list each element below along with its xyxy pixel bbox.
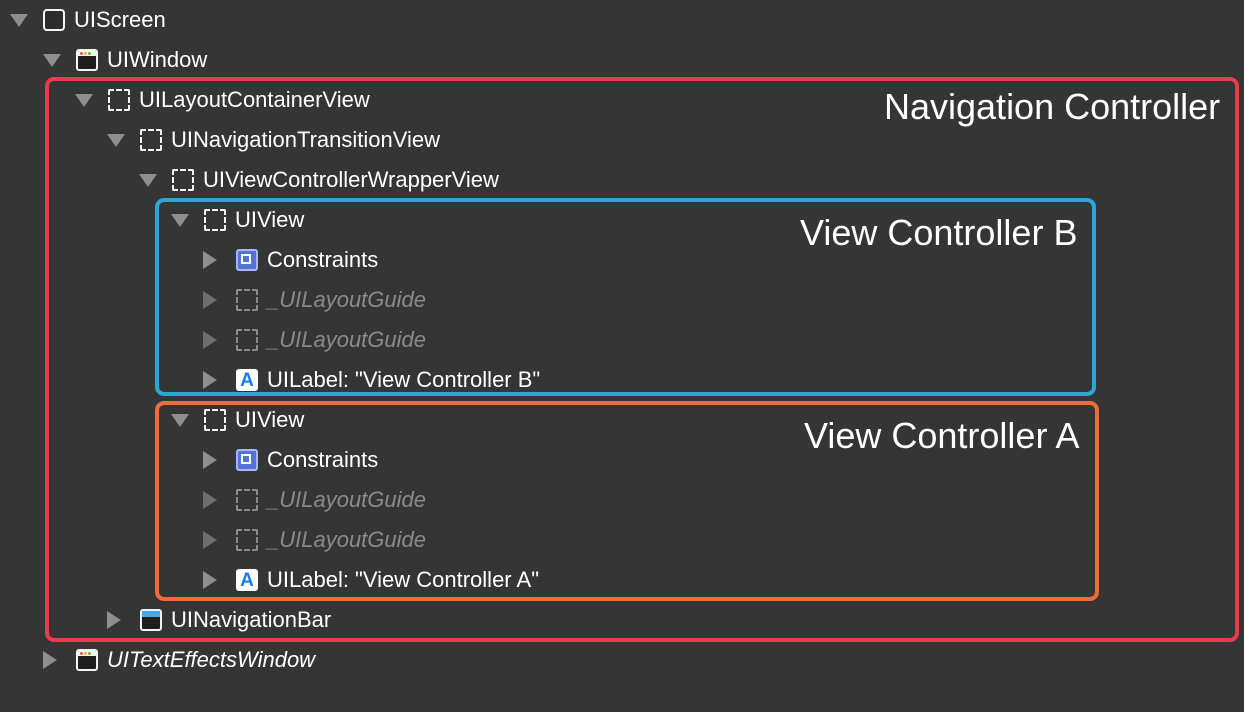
tree-row-label: UINavigationTransitionView (171, 127, 441, 152)
tree-row-uiview[interactable]: UIView (171, 400, 304, 440)
tree-row-uiviewcontrollerwrapperview[interactable]: UIViewControllerWrapperView (139, 160, 499, 200)
tree-row-label: UIViewControllerWrapperView (203, 167, 499, 192)
disclosure-expanded-icon[interactable] (43, 53, 67, 67)
tree-row-layout-guide[interactable]: _UILayoutGuide (203, 520, 426, 560)
tree-row-uiwindow[interactable]: UIWindow (43, 40, 207, 80)
tree-row-uitexteffectswindow[interactable]: UITextEffectsWindow (43, 640, 315, 680)
constraints-icon (235, 448, 259, 472)
tree-row-uilayoutcontainerview[interactable]: UILayoutContainerView (75, 80, 370, 120)
view-icon (139, 128, 163, 152)
label-icon: A (235, 368, 259, 392)
tree-row-uiscreen[interactable]: UIScreen (10, 0, 166, 40)
tree-row-uilabel[interactable]: A UILabel: "View Controller A" (203, 560, 539, 600)
tree-row-label: _UILayoutGuide (267, 527, 426, 552)
tree-row-label: UILayoutContainerView (139, 87, 370, 112)
disclosure-collapsed-icon[interactable] (203, 531, 227, 549)
disclosure-collapsed-icon[interactable] (203, 491, 227, 509)
navigation-controller-highlight (45, 77, 1239, 642)
tree-row-label: _UILayoutGuide (267, 287, 426, 312)
layout-guide-icon (235, 488, 259, 512)
tree-row-label: UIWindow (107, 47, 208, 72)
label-icon: A (235, 568, 259, 592)
constraints-icon (235, 248, 259, 272)
disclosure-collapsed-icon[interactable] (203, 251, 227, 269)
view-icon (203, 208, 227, 232)
tree-row-constraints[interactable]: Constraints (203, 440, 378, 480)
tree-row-layout-guide[interactable]: _UILayoutGuide (203, 320, 426, 360)
tree-row-label: UILabel: "View Controller A" (267, 567, 540, 592)
view-icon (203, 408, 227, 432)
tree-row-uilabel[interactable]: A UILabel: "View Controller B" (203, 360, 540, 400)
window-icon (75, 648, 99, 672)
tree-row-label: UIView (235, 207, 305, 232)
tree-row-label: _UILayoutGuide (267, 327, 426, 352)
tree-row-label: UILabel: "View Controller B" (267, 367, 541, 392)
tree-row-label: UIView (235, 407, 305, 432)
tree-row-layout-guide[interactable]: _UILayoutGuide (203, 280, 426, 320)
disclosure-expanded-icon[interactable] (171, 213, 195, 227)
navigation-bar-icon (139, 608, 163, 632)
disclosure-expanded-icon[interactable] (75, 93, 99, 107)
layout-guide-icon (235, 528, 259, 552)
screen-icon (42, 8, 66, 32)
disclosure-collapsed-icon[interactable] (203, 451, 227, 469)
tree-row-label: Constraints (267, 447, 379, 472)
tree-row-uinavigationbar[interactable]: UINavigationBar (107, 600, 331, 640)
tree-row-label: _UILayoutGuide (267, 487, 426, 512)
tree-row-label: UINavigationBar (171, 607, 332, 632)
disclosure-collapsed-icon[interactable] (43, 651, 67, 669)
view-controller-b-annotation: View Controller B (800, 212, 1078, 253)
disclosure-collapsed-icon[interactable] (203, 291, 227, 309)
view-controller-b-highlight (155, 198, 1096, 396)
navigation-controller-annotation: Navigation Controller (884, 86, 1221, 127)
disclosure-collapsed-icon[interactable] (107, 611, 131, 629)
disclosure-collapsed-icon[interactable] (203, 371, 227, 389)
tree-row-label: Constraints (267, 247, 379, 272)
layout-guide-icon (235, 328, 259, 352)
disclosure-expanded-icon[interactable] (10, 13, 34, 27)
view-icon (171, 168, 195, 192)
tree-row-constraints[interactable]: Constraints (203, 240, 378, 280)
disclosure-collapsed-icon[interactable] (203, 331, 227, 349)
view-icon (107, 88, 131, 112)
tree-row-layout-guide[interactable]: _UILayoutGuide (203, 480, 426, 520)
layout-guide-icon (235, 288, 259, 312)
view-controller-a-annotation: View Controller A (804, 415, 1080, 456)
disclosure-collapsed-icon[interactable] (203, 571, 227, 589)
disclosure-expanded-icon[interactable] (107, 133, 131, 147)
disclosure-expanded-icon[interactable] (171, 413, 195, 427)
view-controller-a-highlight (155, 401, 1099, 601)
window-icon (75, 48, 99, 72)
tree-row-label: UITextEffectsWindow (107, 647, 316, 672)
tree-row-uiview[interactable]: UIView (171, 200, 304, 240)
tree-row-label: UIScreen (74, 7, 166, 32)
tree-row-uinavigationtransitionview[interactable]: UINavigationTransitionView (107, 120, 440, 160)
disclosure-expanded-icon[interactable] (139, 173, 163, 187)
